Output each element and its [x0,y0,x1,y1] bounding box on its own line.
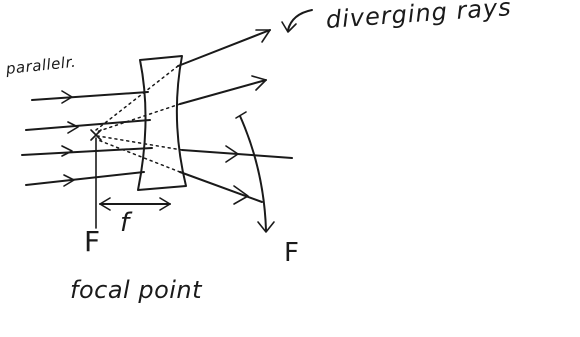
focal-length-label: f [120,208,130,238]
focal-length-arrow [99,197,171,211]
diverging-ray-4 [179,171,263,203]
extension-3 [97,135,183,151]
diverging-arrowhead-4 [233,185,249,205]
incoming-ray-1 [31,91,149,101]
right-focal-tick [235,111,247,119]
focal-point-mark [90,129,102,141]
extension-1 [95,65,179,131]
label-pointer-arrow [287,9,313,31]
incoming-arrowhead-3 [61,145,73,157]
incoming-ray-3 [21,147,153,156]
diverging-arrowhead-3 [225,145,239,163]
incoming-arrowhead-1 [61,90,73,104]
diverging-ray-2 [179,79,267,105]
diverging-rays [177,29,293,205]
focal-length-arrowhead-left [99,197,111,211]
virtual-ray-extensions [95,65,183,173]
extension-4 [97,139,181,173]
diverging-arrowhead-2 [251,75,267,91]
incoming-arrowhead-2 [67,121,79,134]
diverging-ray-1 [177,29,271,67]
focal-length-arrowhead-right [159,197,171,211]
incoming-ray-2 [25,119,151,131]
incoming-ray-4 [25,171,145,186]
incoming-rays [21,90,153,187]
focal-point-label-right: F [284,238,299,268]
extension-2 [95,103,181,133]
focal-point-caption: focal point [70,276,203,304]
right-focal-arrowhead [257,221,275,233]
focal-point-label-left: F [84,225,101,258]
diverging-arrowhead-1 [255,29,271,43]
concave-lens [137,55,187,191]
incoming-arrowhead-4 [63,174,75,187]
label-pointer-arrowhead [281,21,297,33]
right-focal-arc [239,115,267,231]
